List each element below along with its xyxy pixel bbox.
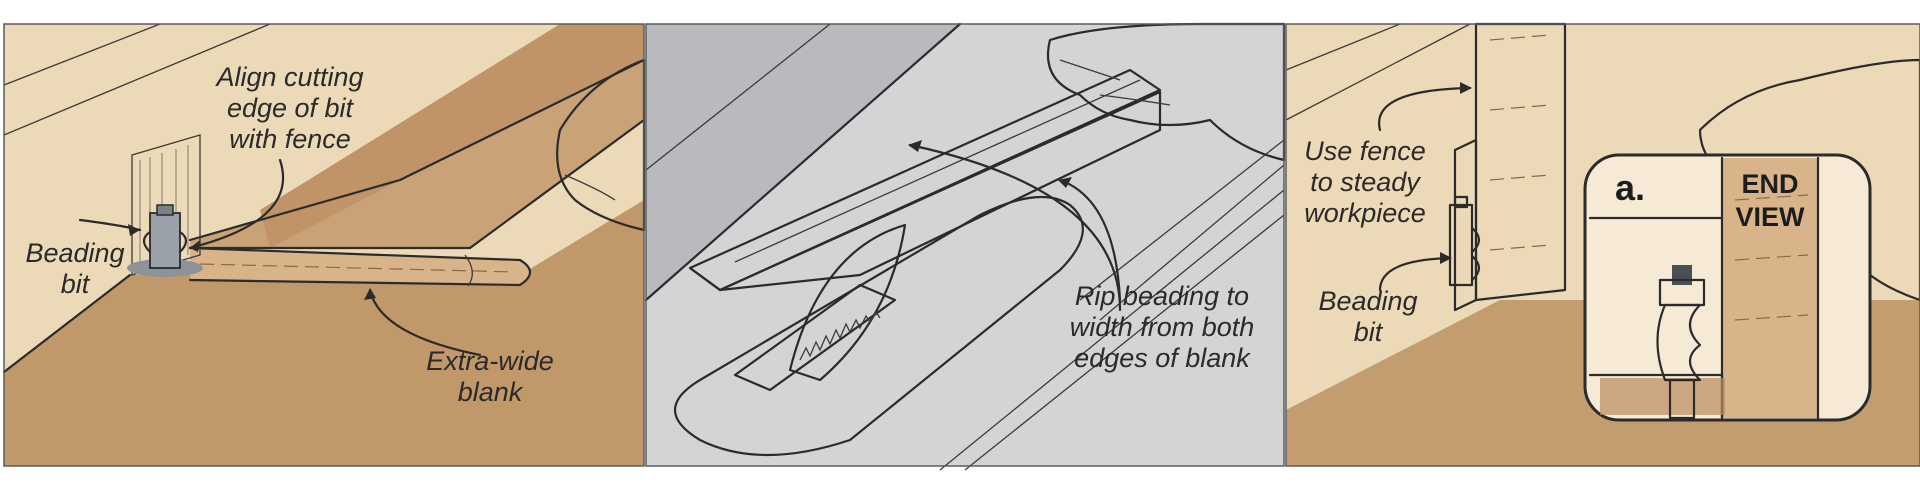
blank-grain — [199, 263, 516, 273]
fence-line-1 — [3, 23, 161, 86]
label-fence-2: to steady — [1310, 167, 1421, 197]
fence-face — [131, 134, 201, 276]
blank-cut-off — [718, 90, 1162, 292]
blank-front-edge — [188, 118, 646, 250]
router-table-top — [4, 200, 644, 466]
label-beading-3: Beading — [1318, 286, 1417, 316]
label-align-1: Align cutting — [214, 62, 363, 92]
inset-board — [1722, 158, 1818, 418]
router-bit-icon — [1448, 195, 1481, 287]
label-beading-4: bit — [1354, 317, 1384, 347]
label-align-3: with fence — [229, 124, 351, 154]
label-beading-2: bit — [61, 269, 91, 299]
blank-leader — [368, 288, 482, 357]
table-edge — [2, 273, 132, 374]
inset-tag: a. — [1615, 167, 1645, 208]
blank-bead-edge — [190, 248, 530, 285]
align-leader — [188, 158, 285, 250]
panel-fence-end-view: a. END VIEW Use fence to steady workpiec… — [1285, 22, 1920, 467]
rip-leader-1 — [908, 143, 1122, 312]
end-view-inset: a. END VIEW — [1583, 153, 1872, 422]
saw-blade-icon — [788, 223, 907, 382]
panel-router-table: Align cutting edge of bit with fence Bea… — [2, 23, 646, 467]
blade-slot — [733, 283, 897, 392]
inset-title-1: END — [1741, 169, 1798, 199]
rip-leader-2 — [1058, 178, 1122, 302]
label-blank-2: blank — [458, 377, 524, 407]
blank-fence-edge — [188, 58, 646, 242]
blank-top-face — [190, 60, 644, 248]
fence-leader — [1378, 86, 1472, 132]
router-bit-icon — [127, 204, 203, 277]
inset-title-2: VIEW — [1735, 202, 1805, 232]
label-beading-1: Beading — [25, 238, 124, 268]
hand-icon — [1046, 22, 1286, 162]
panel3-border — [1285, 23, 1920, 467]
beading-leader-2 — [1378, 256, 1452, 292]
fence-line-2 — [3, 23, 271, 136]
label-rip-3: edges of blank — [1074, 343, 1251, 373]
label-fence-3: workpiece — [1304, 198, 1426, 228]
hand-icon — [556, 58, 646, 232]
label-align-2: edge of bit — [227, 93, 355, 123]
workpiece-edge — [1453, 138, 1478, 312]
label-fence-1: Use fence — [1304, 136, 1426, 166]
throat-plate — [673, 195, 1084, 457]
label-blank-1: Extra-wide — [426, 346, 554, 376]
panel-table-saw: Rip beading to width from both edges of … — [644, 22, 1286, 471]
panel2-border — [645, 23, 1285, 467]
label-rip-2: width from both — [1070, 312, 1255, 342]
panel1-border — [3, 23, 645, 467]
label-rip-1: Rip beading to — [1075, 281, 1249, 311]
